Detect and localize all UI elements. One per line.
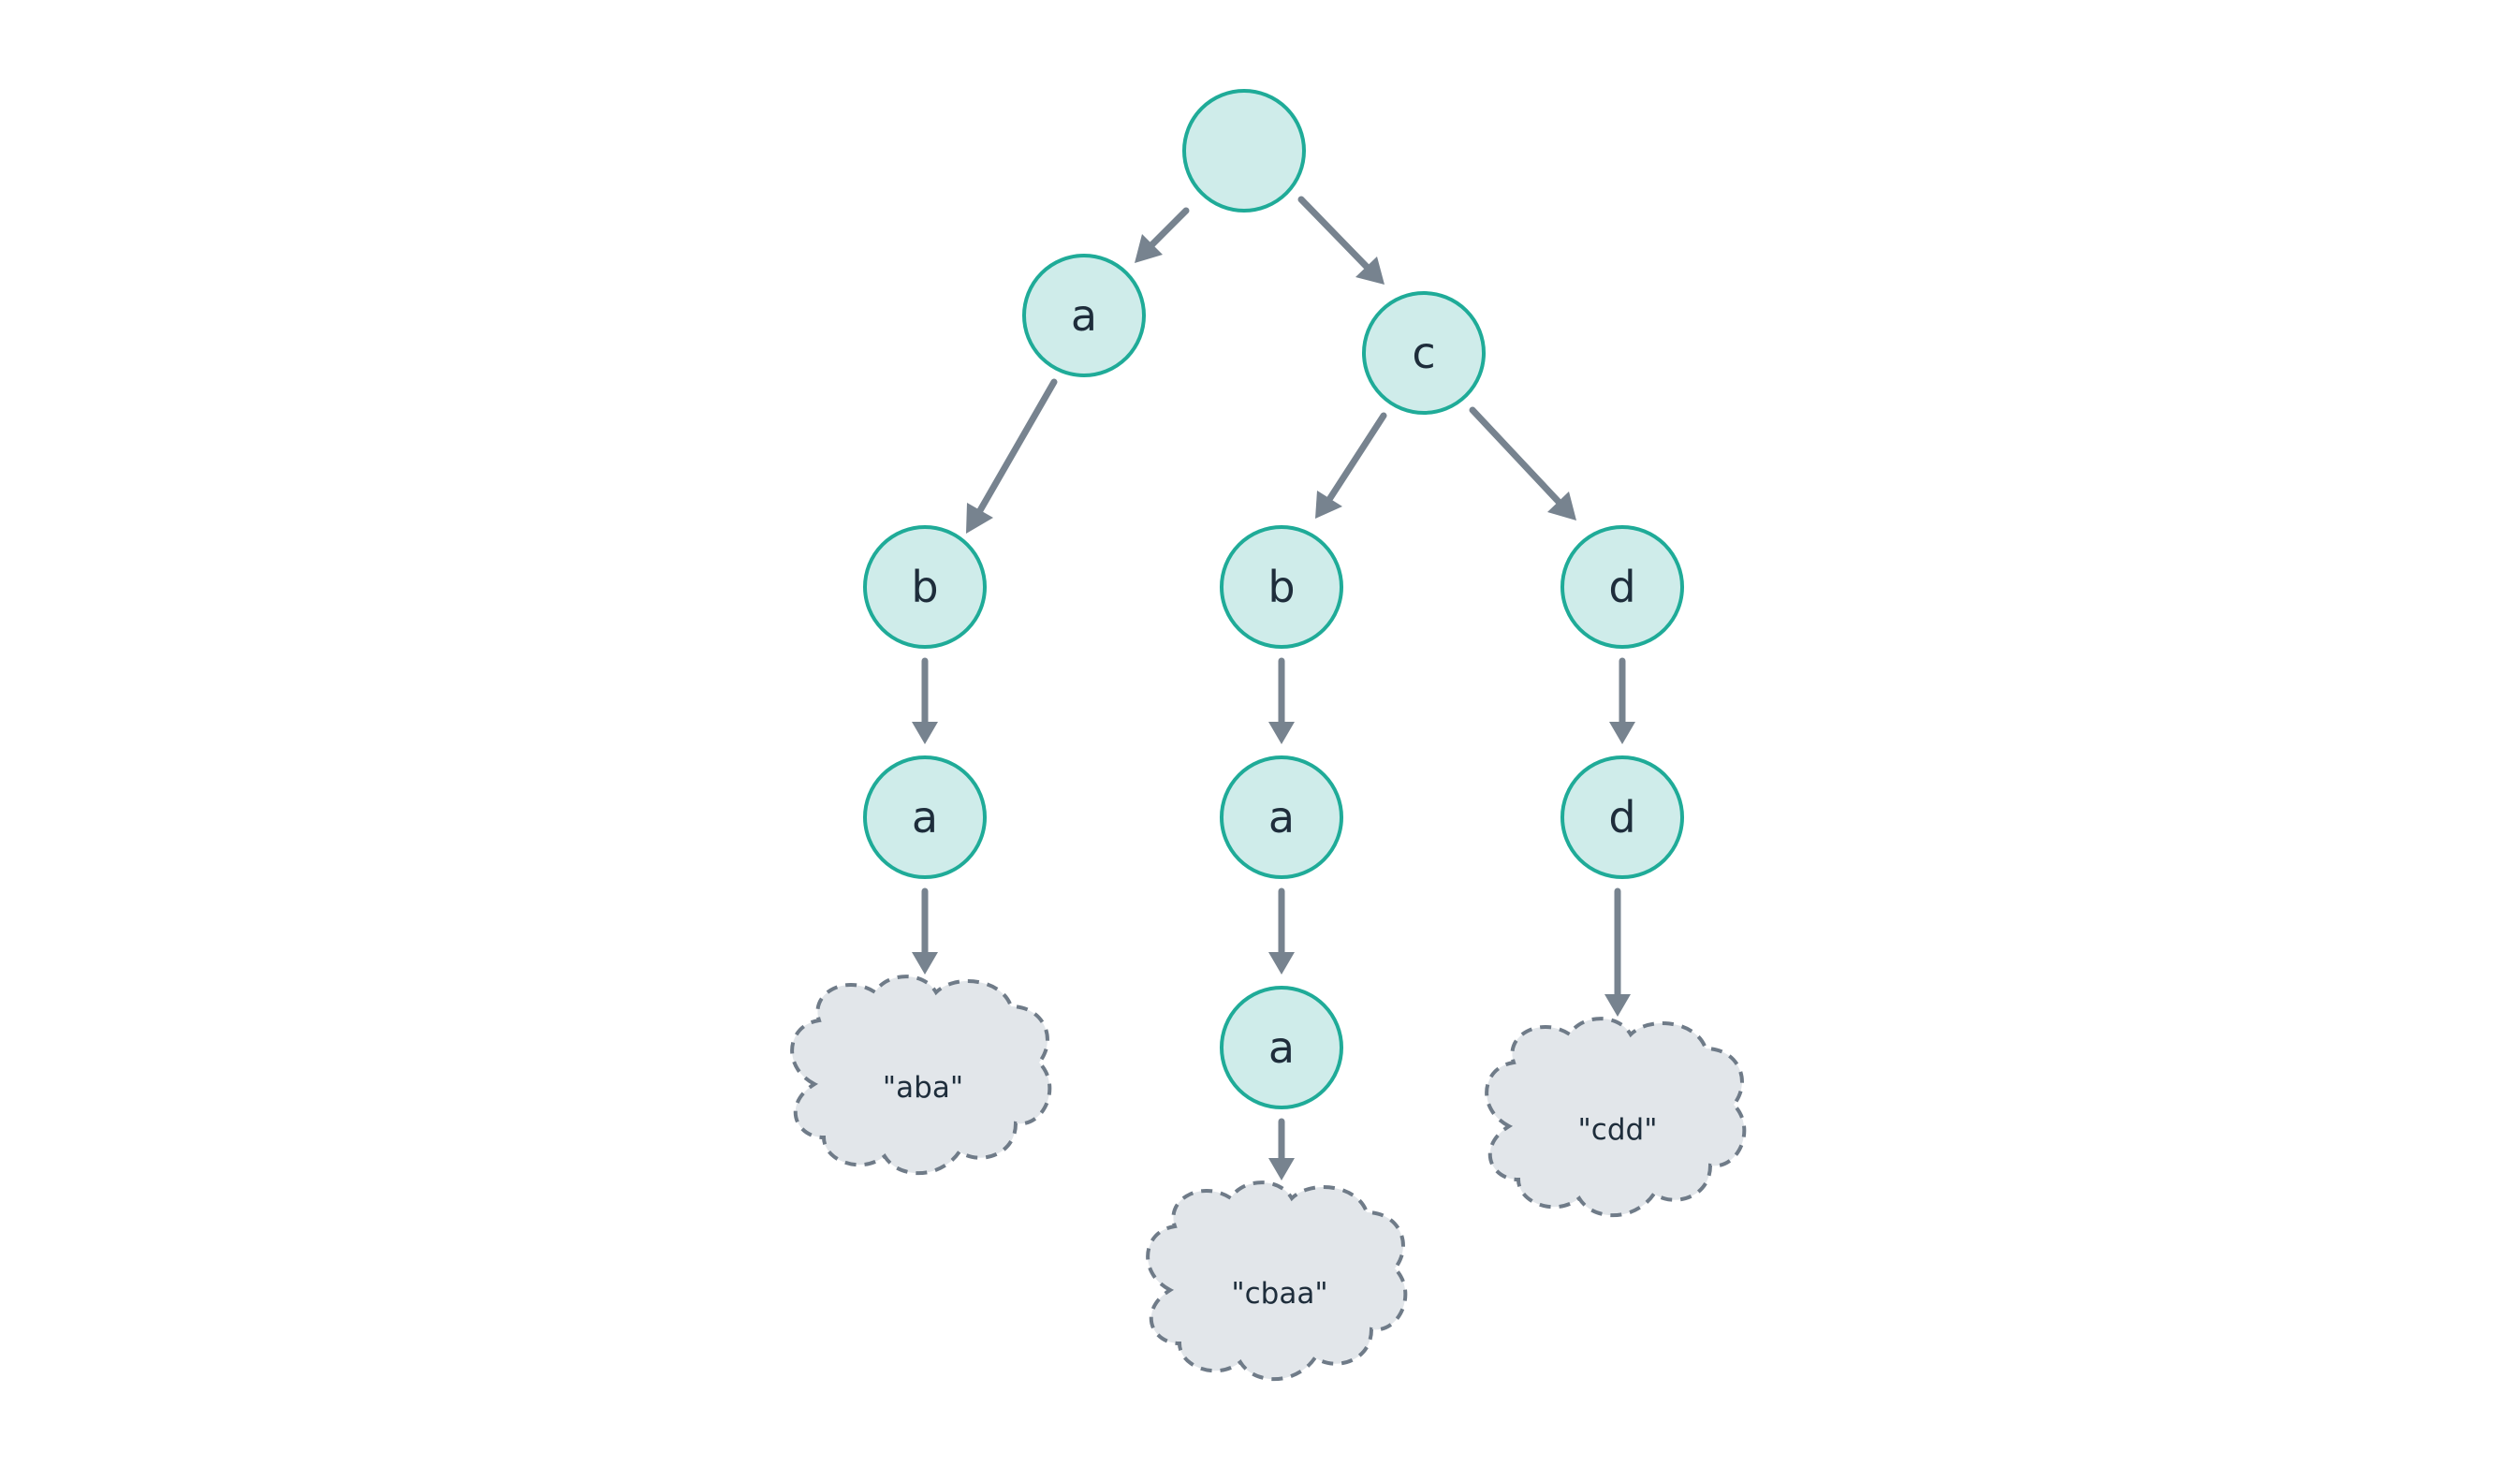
word-label-cbaa: "cbaa" (1231, 1277, 1327, 1311)
edge-b-mid-a (1268, 657, 1295, 744)
trie-node-b-left: b (863, 525, 987, 649)
edge-b-a-left (912, 657, 938, 744)
node-label-a: a (1071, 290, 1097, 341)
edge-a-mid-cloud (1268, 1118, 1295, 1180)
trie-node-root (1182, 89, 1306, 213)
edge-a-left-cloud (912, 887, 938, 975)
trie-node-a-mid-2: a (1220, 986, 1343, 1109)
node-label-b-left: b (911, 562, 938, 612)
word-label-cdd: "cdd" (1578, 1113, 1658, 1147)
edge-a-mid-a (1268, 887, 1295, 975)
edge-c-b-mid (1315, 412, 1387, 519)
trie-node-c: c (1362, 291, 1486, 415)
node-label-a-mid-2: a (1268, 1022, 1295, 1073)
word-cloud-cbaa: "cbaa" (1146, 1180, 1408, 1382)
edges (912, 196, 1635, 1180)
edge-a-b-left (966, 378, 1058, 534)
edge-root-c (1297, 196, 1385, 285)
node-label-c: c (1412, 328, 1435, 378)
trie-node-d-1: d (1560, 525, 1684, 649)
word-cloud-aba: "aba" (790, 975, 1052, 1176)
edge-d-d (1609, 657, 1635, 744)
trie-node-a: a (1022, 254, 1146, 377)
edge-c-d (1469, 406, 1576, 521)
node-label-a-mid-1: a (1268, 792, 1295, 843)
word-cloud-cdd: "cdd" (1485, 1017, 1747, 1218)
word-label-aba: "aba" (883, 1071, 963, 1105)
edge-root-a (1135, 207, 1190, 263)
node-label-a-left: a (912, 792, 938, 843)
trie-node-a-left: a (863, 755, 987, 879)
trie-node-a-mid-1: a (1220, 755, 1343, 879)
node-label-d-2: d (1608, 792, 1635, 843)
trie-node-b-mid: b (1220, 525, 1343, 649)
node-label-d-1: d (1608, 562, 1635, 612)
nodes: a c b a b a a d (863, 89, 1684, 1109)
node-label-b-mid: b (1267, 562, 1295, 612)
word-clouds: "aba" "cbaa" "cdd" (790, 975, 1747, 1382)
edge-d-cloud (1604, 887, 1631, 1017)
trie-node-d-2: d (1560, 755, 1684, 879)
